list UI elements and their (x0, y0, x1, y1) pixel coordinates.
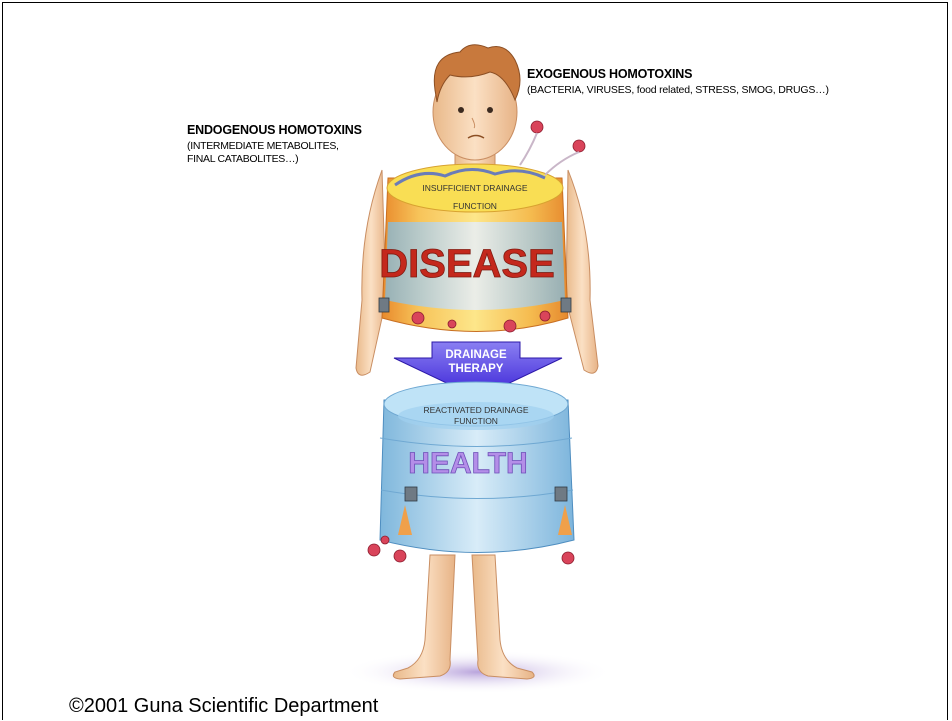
arrow-label-line1: DRAINAGE (445, 349, 507, 361)
health-label-line1: REACTIVATED DRAINAGE (423, 405, 528, 415)
head (433, 45, 520, 170)
arrow-label-line2: THERAPY (449, 363, 504, 375)
endogenous-heading: ENDOGENOUS HOMOTOXINS (187, 123, 362, 137)
exogenous-bacteria (520, 121, 585, 175)
exogenous-details: (BACTERIA, VIRUSES, food related, STRESS… (527, 84, 829, 96)
health-barrel: REACTIVATED DRAINAGE FUNCTION HEALTH (368, 382, 574, 564)
disease-barrel: INSUFFICIENT DRAINAGE FUNCTION DISEASE (379, 164, 571, 332)
endogenous-details-line1: (INTERMEDIATE METABOLITES, (187, 140, 339, 152)
health-word: HEALTH (408, 447, 527, 480)
disease-word: DISEASE (379, 242, 555, 286)
exogenous-heading: EXOGENOUS HOMOTOXINS (527, 67, 692, 81)
endogenous-details-line2: FINAL CATABOLITES…) (187, 153, 298, 165)
copyright-footer: ©2001 Guna Scientific Department (69, 695, 378, 718)
disease-label-line2: FUNCTION (453, 201, 497, 211)
health-label-line2: FUNCTION (454, 416, 498, 426)
disease-label-line1: INSUFFICIENT DRAINAGE (422, 183, 527, 193)
